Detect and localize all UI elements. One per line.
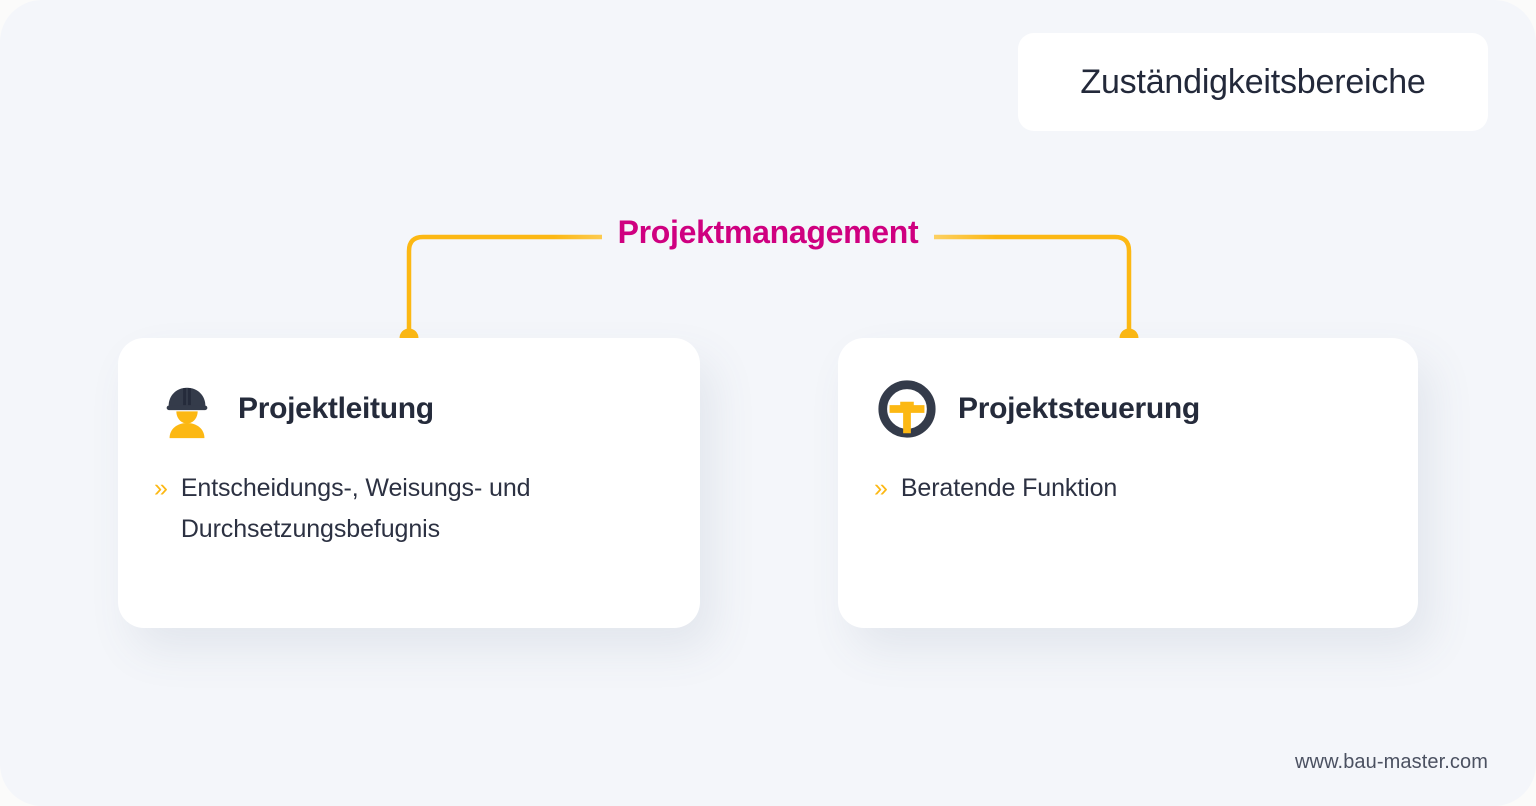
title-badge: Zuständigkeitsbereiche — [1018, 33, 1488, 131]
list-item-text: Entscheidungs-, Weisungs- und Durchsetzu… — [180, 474, 531, 543]
construction-worker-icon — [154, 376, 220, 442]
card-header: Projektsteuerung — [874, 376, 1382, 442]
footer-url: www.bau-master.com — [1295, 751, 1488, 773]
list-item: » Beratende Funktion — [874, 468, 1382, 509]
bullet-list: » Beratende Funktion — [874, 468, 1382, 509]
chevron-double-right-icon: » — [154, 474, 168, 502]
card-title: Projektleitung — [238, 392, 434, 425]
card-projektleitung: Projektleitung » Entscheidungs-, Weisung… — [118, 338, 700, 628]
title-badge-label: Zuständigkeitsbereiche — [1080, 62, 1426, 101]
parent-node-text: Projektmanagement — [601, 214, 935, 250]
card-title: Projektsteuerung — [958, 392, 1200, 425]
list-item: » Entscheidungs-, Weisungs- und Durchset… — [154, 468, 664, 550]
list-item-text: Beratende Funktion — [900, 474, 1118, 502]
bullet-list: » Entscheidungs-, Weisungs- und Durchset… — [154, 468, 664, 550]
card-projektsteuerung: Projektsteuerung » Beratende Funktion — [838, 338, 1418, 628]
chevron-double-right-icon: » — [874, 474, 888, 502]
steering-wheel-icon — [874, 376, 940, 442]
card-header: Projektleitung — [154, 376, 664, 442]
parent-node-label: Projektmanagement — [0, 214, 1536, 251]
